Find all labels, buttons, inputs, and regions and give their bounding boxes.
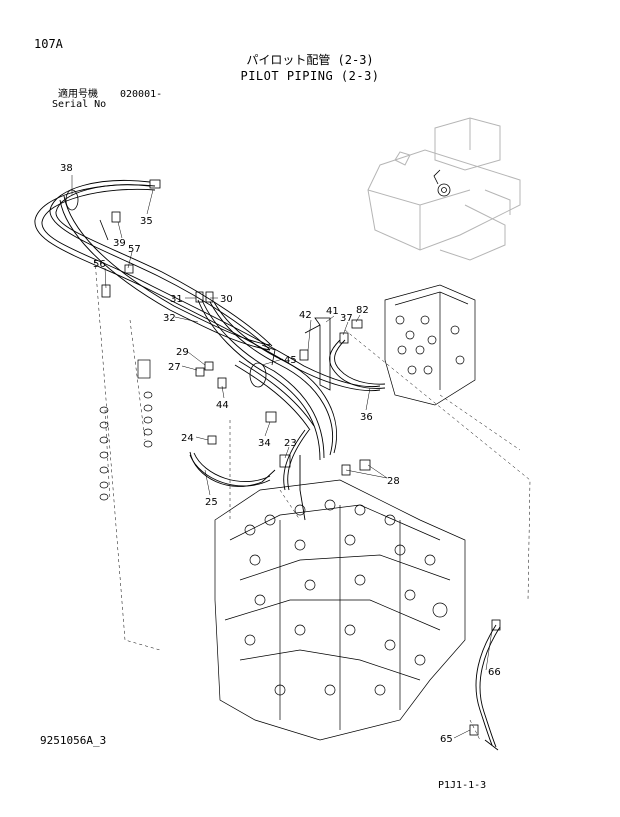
hose-36 xyxy=(329,339,386,389)
callout-38: 38 xyxy=(60,163,73,174)
callout-25: 25 xyxy=(205,497,218,508)
hose-clamp xyxy=(249,344,276,388)
callout-41: 41 xyxy=(326,306,339,317)
callout-24: 24 xyxy=(181,433,194,444)
serial-number-value: 020001- xyxy=(120,89,163,100)
pilot-hoses-lower xyxy=(189,299,337,521)
page-code: 107A xyxy=(34,37,63,51)
hose-66 xyxy=(475,624,501,751)
callout-34: 34 xyxy=(258,438,271,449)
callout-36: 36 xyxy=(360,412,373,423)
hose-25 xyxy=(189,451,276,487)
engine-unit-drawing xyxy=(367,117,521,261)
callout-44: 44 xyxy=(216,400,229,411)
callout-labels: 38 35 39 57 56 31 30 32 42 41 37 82 29 4… xyxy=(60,163,501,745)
page-title: PILOT PIPING (2-3) xyxy=(240,69,380,83)
callout-30: 30 xyxy=(220,294,233,305)
callout-37: 37 xyxy=(340,313,353,324)
callout-29: 29 xyxy=(176,347,189,358)
callout-27: 27 xyxy=(168,362,181,373)
callout-23: 23 xyxy=(284,438,297,449)
callout-82: 82 xyxy=(356,305,369,316)
serial-label-japanese: 適用号機 xyxy=(58,89,98,100)
callout-28: 28 xyxy=(387,476,400,487)
main-control-valve xyxy=(214,479,466,741)
callout-32: 32 xyxy=(163,313,176,324)
serial-label: Serial No xyxy=(52,99,107,110)
callout-35: 35 xyxy=(140,216,153,227)
control-valve-small xyxy=(384,284,476,406)
callout-39: 39 xyxy=(113,238,126,249)
callout-65: 65 xyxy=(440,734,453,745)
callout-31: 31 xyxy=(170,294,183,305)
pilot-hose-bundle xyxy=(34,180,381,392)
leader-lines xyxy=(94,259,531,741)
page-title-japanese: パイロット配管 (2-3) xyxy=(246,53,374,67)
drawing-code: 9251056A_3 xyxy=(40,734,107,747)
bracket xyxy=(304,317,331,391)
small-fittings xyxy=(99,179,501,736)
fitting-column xyxy=(99,359,153,501)
callout-56: 56 xyxy=(93,259,106,270)
callout-66: 66 xyxy=(488,667,501,678)
callout-45: 45 xyxy=(284,355,297,366)
callout-57: 57 xyxy=(128,244,141,255)
callout-42: 42 xyxy=(299,310,312,321)
pump-connector xyxy=(433,169,451,197)
callout-leaders xyxy=(71,175,493,739)
sheet-code: P1J1-1-3 xyxy=(438,780,487,791)
